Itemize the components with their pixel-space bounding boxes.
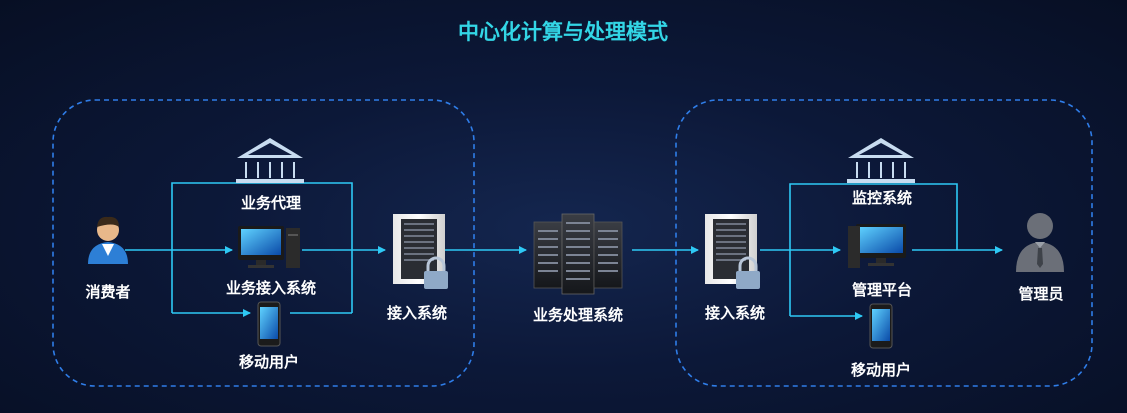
- phone-icon: [257, 301, 281, 347]
- monitoring-label: 监控系统: [851, 189, 913, 207]
- right-mobile-user-label: 移动用户: [850, 361, 912, 379]
- agent-label: 业务代理: [240, 194, 302, 212]
- left-access-system-label: 接入系统: [386, 304, 448, 322]
- bank-icon: [236, 138, 304, 183]
- administrator-label: 管理员: [1018, 285, 1064, 303]
- computer-icon: [238, 226, 300, 268]
- right-connectors: [760, 183, 1003, 320]
- phone-icon: [869, 303, 893, 349]
- left-mobile-user-label: 移动用户: [238, 353, 300, 371]
- consumer-label: 消费者: [85, 283, 131, 301]
- management-platform-label: 管理平台: [851, 281, 913, 299]
- admin-icon: [1016, 213, 1064, 272]
- computer-icon: [848, 224, 906, 268]
- server-rack-icon: [533, 213, 623, 295]
- access-terminal-label: 业务接入系统: [225, 279, 317, 297]
- server-lock-icon: [393, 214, 448, 289]
- business-processing-label: 业务处理系统: [532, 306, 624, 324]
- person-icon: [88, 216, 128, 264]
- server-lock-icon: [705, 214, 760, 289]
- right-group-box: [675, 99, 1093, 387]
- diagram-title: 中心化计算与处理模式: [458, 20, 668, 44]
- bank-icon: [847, 138, 915, 183]
- left-group-box: [52, 99, 475, 387]
- right-access-system-label: 接入系统: [704, 304, 766, 322]
